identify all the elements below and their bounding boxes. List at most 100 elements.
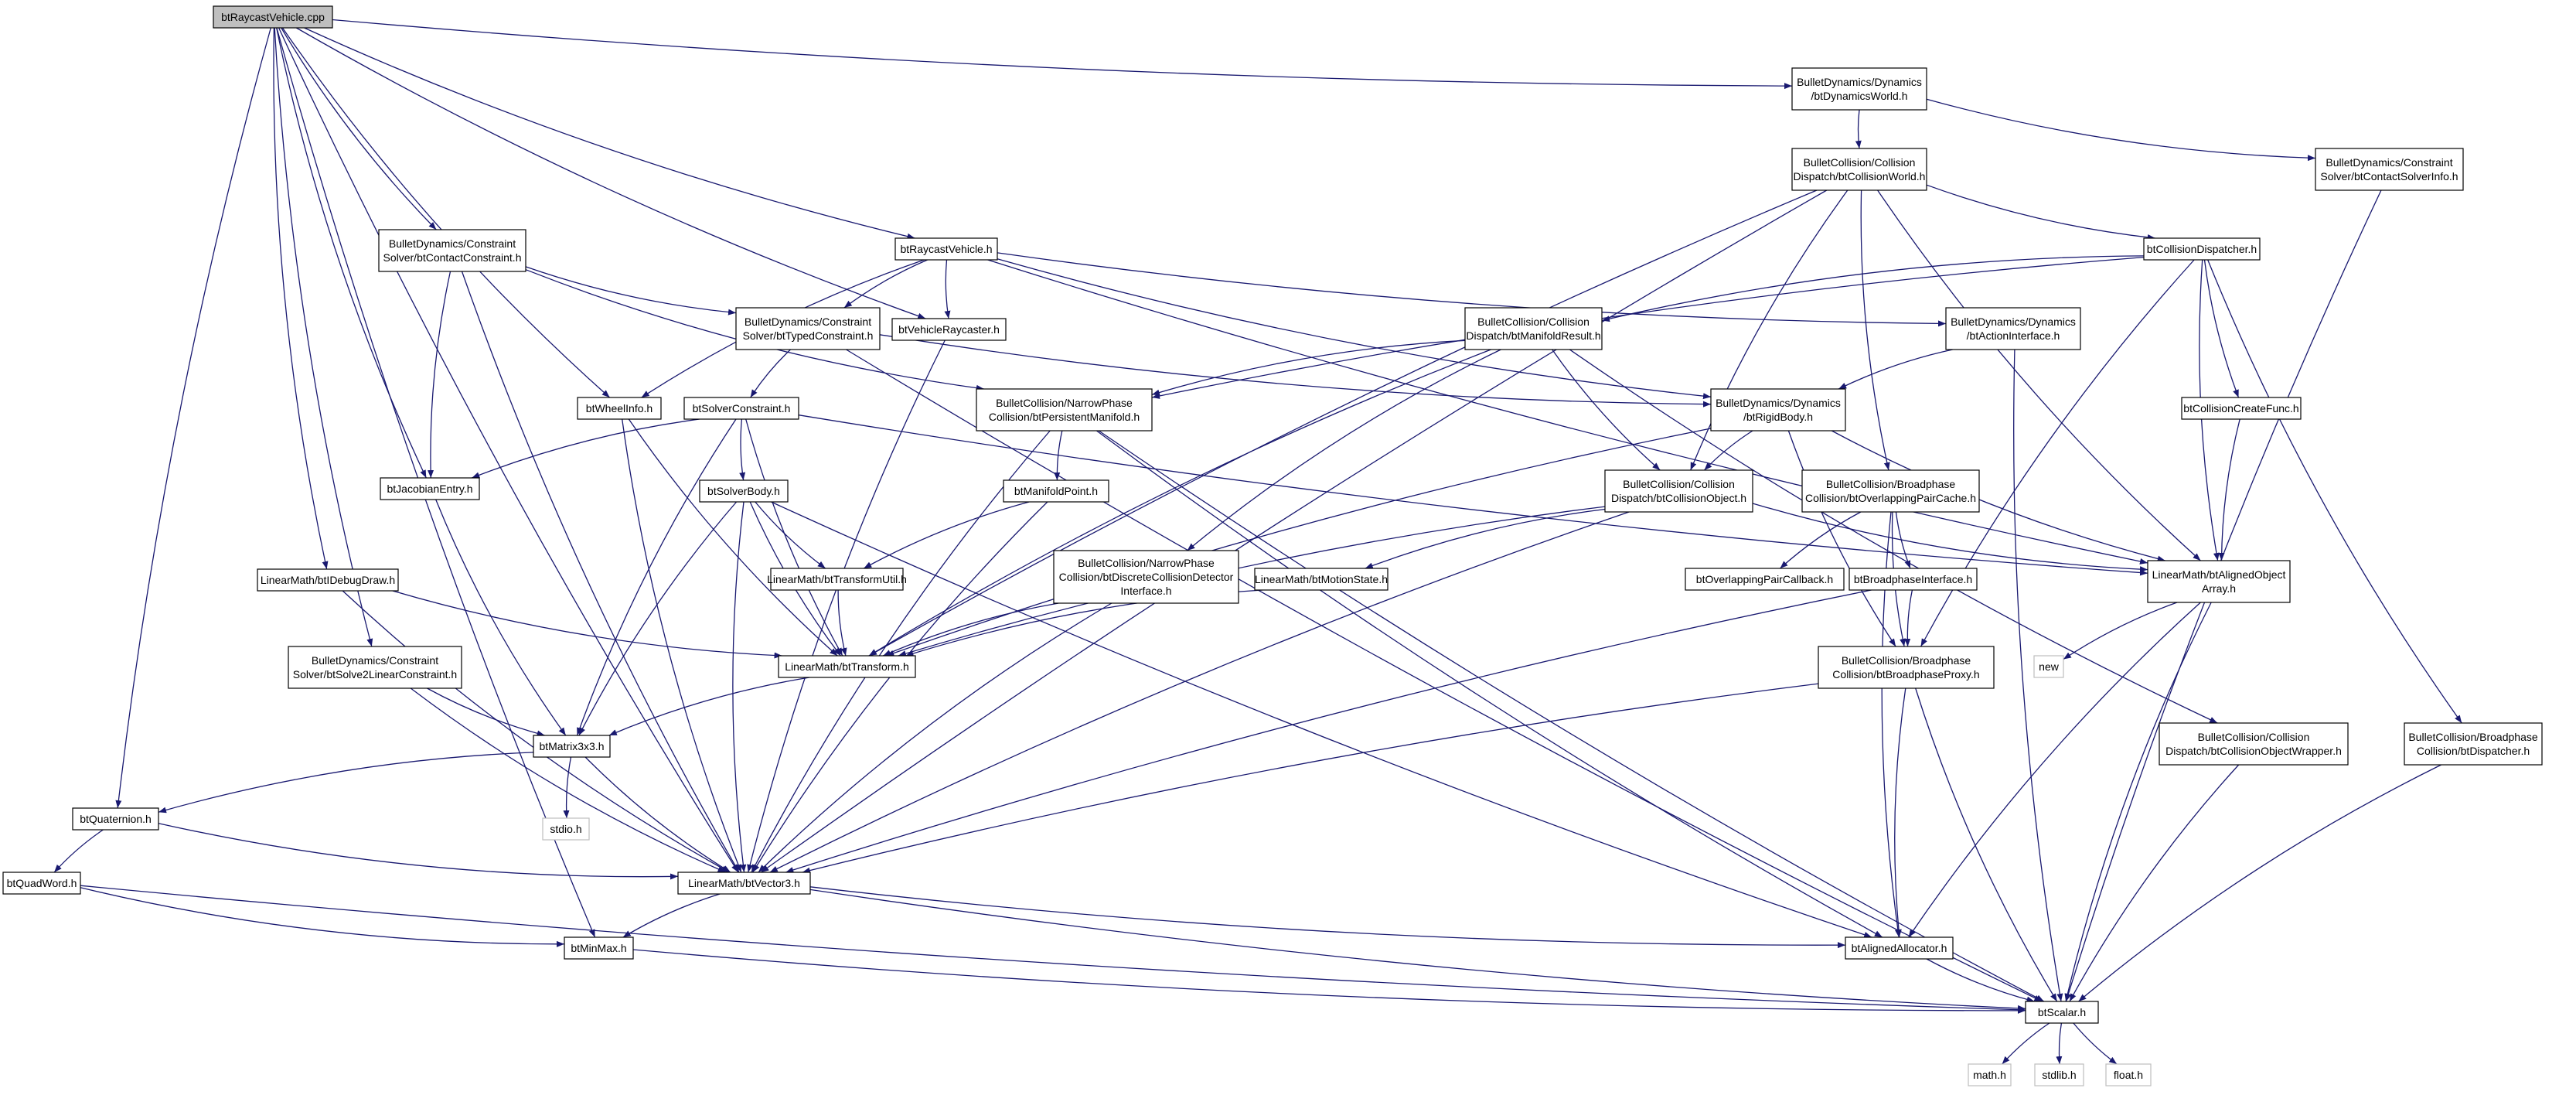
graph-node[interactable]: btWheelInfo.h xyxy=(577,397,662,420)
edge-n5-to-n27 xyxy=(987,259,2148,565)
graph-node[interactable]: btManifoldPoint.h xyxy=(1003,479,1109,503)
node-box xyxy=(533,735,611,758)
edge-n37-to-n39 xyxy=(80,887,565,947)
graph-node[interactable]: btJacobianEntry.h xyxy=(380,477,480,500)
graph-node[interactable]: btBroadphaseInterface.h xyxy=(1849,568,1978,591)
edge-n20-to-n26 xyxy=(1895,511,1911,569)
node-box xyxy=(2181,397,2302,420)
node-box xyxy=(1791,67,1927,111)
graph-node[interactable]: LinearMath/btIDebugDraw.h xyxy=(257,568,399,592)
node-box xyxy=(1053,550,1239,604)
node-label: BulletDynamics/Dynamics xyxy=(1951,316,2076,328)
edge-n13-to-n40 xyxy=(1096,430,1883,938)
node-label: Array.h xyxy=(2202,582,2236,595)
node-label: BulletDynamics/Constraint xyxy=(389,237,516,250)
edge-n2-to-n29 xyxy=(868,189,1818,657)
edge-n0-to-n38 xyxy=(278,27,739,873)
graph-node[interactable]: BulletDynamics/ConstraintSolver/btTypedC… xyxy=(735,307,881,350)
edge-n8-to-n38 xyxy=(747,339,946,873)
edge-n30-to-n40 xyxy=(1894,687,1906,938)
edge-n41-to-n42 xyxy=(2002,1022,2050,1065)
edge-n12-to-n16 xyxy=(472,418,700,479)
node-label: btMinMax.h xyxy=(571,942,626,954)
node-label: /btDynamicsWorld.h xyxy=(1811,90,1907,102)
node-label: Dispatch/btCollisionObject.h xyxy=(1611,492,1746,504)
edge-n19-to-n27 xyxy=(1752,503,2148,573)
graph-node[interactable]: BulletCollision/CollisionDispatch/btColl… xyxy=(1791,148,1927,191)
edge-n30-to-n41 xyxy=(1915,687,2058,1002)
edges-layer xyxy=(53,19,2462,1065)
graph-node[interactable]: BulletCollision/BroadphaseCollision/btOv… xyxy=(1801,469,1980,513)
graph-node[interactable]: BulletDynamics/ConstraintSolver/btContac… xyxy=(378,229,526,272)
edge-n39-to-n41 xyxy=(632,949,2026,1014)
graph-node[interactable]: LinearMath/btTransform.h xyxy=(778,655,916,678)
edge-n28-to-n38 xyxy=(410,687,726,873)
node-label: btJacobianEntry.h xyxy=(387,483,472,495)
graph-node[interactable]: btOverlappingPairCallback.h xyxy=(1685,568,1845,591)
graph-node[interactable]: btSolverBody.h xyxy=(699,479,789,503)
graph-node[interactable]: BulletCollision/CollisionDispatch/btMani… xyxy=(1464,307,1603,350)
node-label: btSolverConstraint.h xyxy=(693,402,791,414)
graph-node[interactable]: btCollisionCreateFunc.h xyxy=(2181,397,2302,420)
graph-node[interactable]: BulletCollision/CollisionDispatch/btColl… xyxy=(1604,469,1753,513)
edge-n4-to-n7 xyxy=(525,266,737,316)
graph-node[interactable]: LinearMath/btMotionState.h xyxy=(1254,568,1389,591)
graph-node[interactable]: btSolverConstraint.h xyxy=(683,397,799,420)
graph-node[interactable]: btCollisionDispatcher.h xyxy=(2143,237,2261,261)
edge-n34-to-n41 xyxy=(2078,764,2441,1002)
node-label: BulletCollision/NarrowPhase xyxy=(1078,557,1215,569)
edge-n9-to-n29 xyxy=(868,349,1491,657)
edge-n5-to-n14 xyxy=(997,258,1712,400)
graph-node[interactable]: BulletDynamics/Dynamics/btRigidBody.h xyxy=(1710,388,1846,432)
node-label: btRaycastVehicle.cpp xyxy=(221,11,325,23)
node-box xyxy=(1849,568,1978,591)
node-label: Interface.h xyxy=(1120,585,1171,597)
graph-node: math.h xyxy=(1968,1063,2012,1086)
edge-n36-to-n37 xyxy=(53,829,104,873)
edge-n2-to-n20 xyxy=(1860,189,1890,471)
node-box xyxy=(288,646,462,689)
graph-node[interactable]: BulletDynamics/ConstraintSolver/btContac… xyxy=(2315,148,2464,191)
node-label: LinearMath/btTransformUtil.h xyxy=(767,573,907,585)
node-label: btCollisionDispatcher.h xyxy=(2147,243,2257,255)
node-label: btBroadphaseInterface.h xyxy=(1854,573,1972,585)
graph-node[interactable]: btAlignedAllocator.h xyxy=(1845,936,1954,960)
edge-n32-to-n38 xyxy=(584,756,731,873)
graph-node[interactable]: BulletDynamics/Dynamics/btDynamicsWorld.… xyxy=(1791,67,1927,111)
graph-node[interactable]: btRaycastVehicle.h xyxy=(894,237,998,261)
graph-node[interactable]: btQuadWord.h xyxy=(2,872,81,895)
graph-node[interactable]: btScalar.h xyxy=(2025,1001,2099,1024)
edge-n0-to-n5 xyxy=(304,27,915,240)
graph-node: new xyxy=(2033,655,2064,678)
graph-node[interactable]: LinearMath/btVector3.h xyxy=(677,872,811,895)
graph-node[interactable]: LinearMath/btTransformUtil.h xyxy=(767,568,907,591)
graph-node[interactable]: btRaycastVehicle.cpp xyxy=(213,5,333,29)
edge-n13-to-n18 xyxy=(1054,430,1063,481)
graph-node[interactable]: btVehicleRaycaster.h xyxy=(891,318,1007,341)
edge-n5-to-n8 xyxy=(944,259,951,319)
edge-n6-to-n9 xyxy=(1601,255,2145,322)
node-label: LinearMath/btTransform.h xyxy=(785,660,909,673)
graph-node[interactable]: BulletDynamics/Dynamics/btActionInterfac… xyxy=(1945,307,2081,350)
graph-node[interactable]: BulletDynamics/ConstraintSolver/btSolve2… xyxy=(288,646,462,689)
node-label: BulletCollision/Collision xyxy=(1623,478,1735,490)
node-label: Dispatch/btCollisionWorld.h xyxy=(1794,170,1926,182)
graph-node[interactable]: btMinMax.h xyxy=(564,936,634,960)
node-label: Dispatch/btManifoldResult.h xyxy=(1466,329,1600,342)
graph-node[interactable]: btMatrix3x3.h xyxy=(533,735,611,758)
edge-n13-to-n41 xyxy=(1098,430,2045,1002)
graph-node[interactable]: BulletCollision/NarrowPhaseCollision/btP… xyxy=(976,388,1153,432)
edge-n30-to-n38 xyxy=(802,683,1819,874)
node-label: BulletDynamics/Dynamics xyxy=(1716,397,1841,409)
graph-node[interactable]: BulletCollision/CollisionDispatch/btColl… xyxy=(2159,722,2349,766)
graph-node[interactable]: btQuaternion.h xyxy=(72,807,159,831)
edge-n14-to-n29 xyxy=(886,428,1712,657)
graph-node[interactable]: BulletCollision/BroadphaseCollision/btDi… xyxy=(2404,722,2543,766)
edge-n2-to-n27 xyxy=(1877,189,2201,561)
graph-node[interactable]: BulletCollision/BroadphaseCollision/btBr… xyxy=(1818,646,1995,689)
edge-n38-to-n39 xyxy=(622,893,721,938)
graph-node[interactable]: BulletCollision/NarrowPhaseCollision/btD… xyxy=(1053,550,1239,604)
edge-n21-to-n29 xyxy=(392,590,782,659)
edge-n9-to-n23 xyxy=(1187,349,1501,551)
